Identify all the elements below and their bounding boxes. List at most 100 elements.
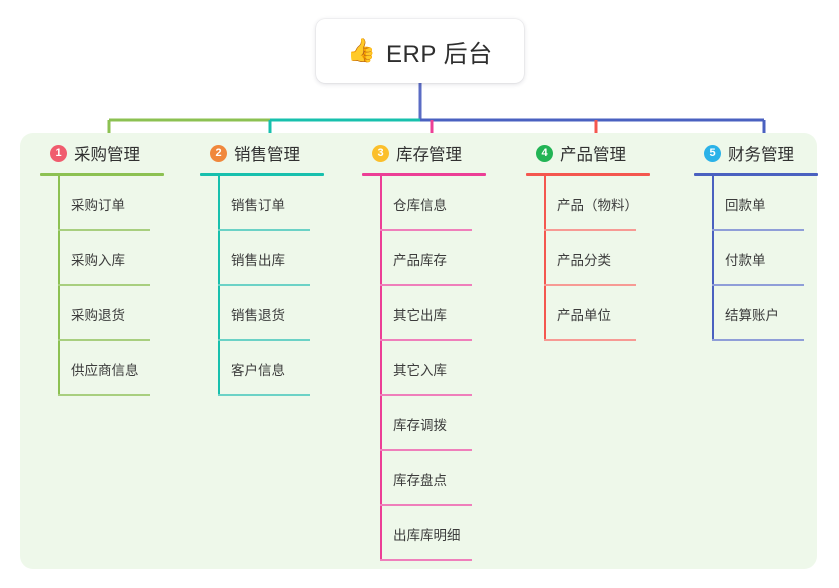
branch-item[interactable]: 库存盘点: [362, 451, 508, 506]
branch-item-label: 销售退货: [231, 308, 285, 323]
branch-title: 产品管理: [560, 146, 626, 164]
branch-item-rule: [218, 284, 310, 286]
branch-title: 采购管理: [74, 146, 140, 164]
branch-item-list: 仓库信息产品库存其它出库其它入库库存调拨库存盘点出库库明细: [362, 176, 508, 561]
branch-item-rule: [712, 284, 804, 286]
branch-item-rule: [58, 284, 150, 286]
branch-item-rule: [58, 229, 150, 231]
branch-item[interactable]: 出库库明细: [362, 506, 508, 561]
thumbs-up-icon: 👍: [347, 37, 377, 64]
branch-item-label: 产品（物料）: [557, 198, 638, 213]
branch-item-label: 仓库信息: [393, 198, 447, 213]
branch-item[interactable]: 结算账户: [694, 286, 839, 341]
branch-item[interactable]: 其它入库: [362, 341, 508, 396]
branch-item-list: 回款单付款单结算账户: [694, 176, 839, 341]
branch-item[interactable]: 仓库信息: [362, 176, 508, 231]
branch-item[interactable]: 客户信息: [200, 341, 346, 396]
branch-header-rule: [362, 173, 486, 176]
branch-item[interactable]: 采购入库: [40, 231, 186, 286]
branch-item-label: 库存盘点: [393, 473, 447, 488]
branch-index-badge: 3: [372, 144, 389, 162]
branch-item-label: 付款单: [725, 253, 766, 268]
branch-item[interactable]: 库存调拨: [362, 396, 508, 451]
branch-index-badge: 1: [50, 144, 67, 162]
branch-spine: [380, 176, 382, 561]
branch-spine: [712, 176, 714, 341]
branch-item[interactable]: 供应商信息: [40, 341, 186, 396]
branch-item-rule: [380, 229, 472, 231]
branch-header-rule: [526, 173, 650, 176]
branch-item[interactable]: 付款单: [694, 231, 839, 286]
branch-item-rule: [380, 394, 472, 396]
branch-spine: [544, 176, 546, 341]
branch-item[interactable]: 销售出库: [200, 231, 346, 286]
branch-item-label: 其它出库: [393, 308, 447, 323]
branch-item[interactable]: 产品单位: [526, 286, 672, 341]
branch-item-rule: [544, 229, 636, 231]
branch-item-label: 采购退货: [71, 308, 125, 323]
branch-item-rule: [218, 394, 310, 396]
branch-item-label: 销售出库: [231, 253, 285, 268]
branch-spine: [218, 176, 220, 396]
branch-column-3: 3 库存管理仓库信息产品库存其它出库其它入库库存调拨库存盘点出库库明细: [360, 133, 508, 561]
branch-title: 库存管理: [396, 146, 462, 164]
branch-title: 财务管理: [728, 146, 794, 164]
root-node-title: ERP 后台: [386, 40, 493, 68]
branch-item-rule: [380, 504, 472, 506]
branch-index-badge: 4: [536, 144, 553, 162]
branch-column-4: 4 产品管理产品（物料） 产品分类产品单位: [524, 133, 672, 341]
branch-header-4[interactable]: 4 产品管理: [524, 133, 672, 173]
branch-item[interactable]: 其它出库: [362, 286, 508, 341]
branch-item-rule: [380, 339, 472, 341]
branch-header-2[interactable]: 2 销售管理: [198, 133, 346, 173]
branch-item[interactable]: 销售退货: [200, 286, 346, 341]
branch-header-1[interactable]: 1 采购管理: [38, 133, 186, 173]
branch-header-3[interactable]: 3 库存管理: [360, 133, 508, 173]
branch-header-rule: [40, 173, 164, 176]
branch-item-label: 采购订单: [71, 198, 125, 213]
branch-index-badge: 5: [704, 144, 721, 162]
branch-item[interactable]: 回款单: [694, 176, 839, 231]
branch-item-rule: [544, 339, 636, 341]
branch-item-rule: [380, 559, 472, 561]
branch-title: 销售管理: [234, 146, 300, 164]
branch-item-list: 产品（物料） 产品分类产品单位: [526, 176, 672, 341]
branches-panel: [20, 133, 817, 569]
branch-item-label: 采购入库: [71, 253, 125, 268]
branch-item-label: 库存调拨: [393, 418, 447, 433]
branch-item-list: 采购订单采购入库采购退货供应商信息: [40, 176, 186, 396]
branch-item-label: 产品库存: [393, 253, 447, 268]
branch-index-badge: 2: [210, 144, 227, 162]
branch-header-rule: [200, 173, 324, 176]
branch-item-label: 客户信息: [231, 363, 285, 378]
branch-header-rule: [694, 173, 818, 176]
branch-item[interactable]: 产品库存: [362, 231, 508, 286]
branch-item-list: 销售订单销售出库销售退货客户信息: [200, 176, 346, 396]
branch-item-label: 产品单位: [557, 308, 611, 323]
branch-spine: [58, 176, 60, 396]
branch-item-rule: [380, 449, 472, 451]
branch-item[interactable]: 产品（物料）: [526, 176, 672, 231]
branch-item-label: 结算账户: [725, 308, 779, 323]
root-node-card[interactable]: 👍 ERP 后台: [316, 19, 524, 83]
branch-item-label: 出库库明细: [393, 528, 461, 543]
branch-item-label: 回款单: [725, 198, 766, 213]
branch-item[interactable]: 销售订单: [200, 176, 346, 231]
branch-item-label: 其它入库: [393, 363, 447, 378]
branch-item-rule: [218, 229, 310, 231]
branch-item-label: 销售订单: [231, 198, 285, 213]
branch-header-5[interactable]: 5 财务管理: [692, 133, 839, 173]
branch-item[interactable]: 采购退货: [40, 286, 186, 341]
branch-column-1: 1 采购管理采购订单采购入库采购退货供应商信息: [38, 133, 186, 396]
branch-item-rule: [380, 284, 472, 286]
branch-item-rule: [712, 229, 804, 231]
branch-columns: 1 采购管理采购订单采购入库采购退货供应商信息 2 销售管理销售订单销售出库销售退货客…: [20, 133, 818, 569]
branch-item-rule: [58, 339, 150, 341]
branch-item-label: 供应商信息: [71, 363, 139, 378]
branch-item[interactable]: 采购订单: [40, 176, 186, 231]
branch-item-rule: [712, 339, 804, 341]
branch-item[interactable]: 产品分类: [526, 231, 672, 286]
branch-column-2: 2 销售管理销售订单销售出库销售退货客户信息: [198, 133, 346, 396]
branch-column-5: 5 财务管理回款单付款单结算账户: [692, 133, 839, 341]
